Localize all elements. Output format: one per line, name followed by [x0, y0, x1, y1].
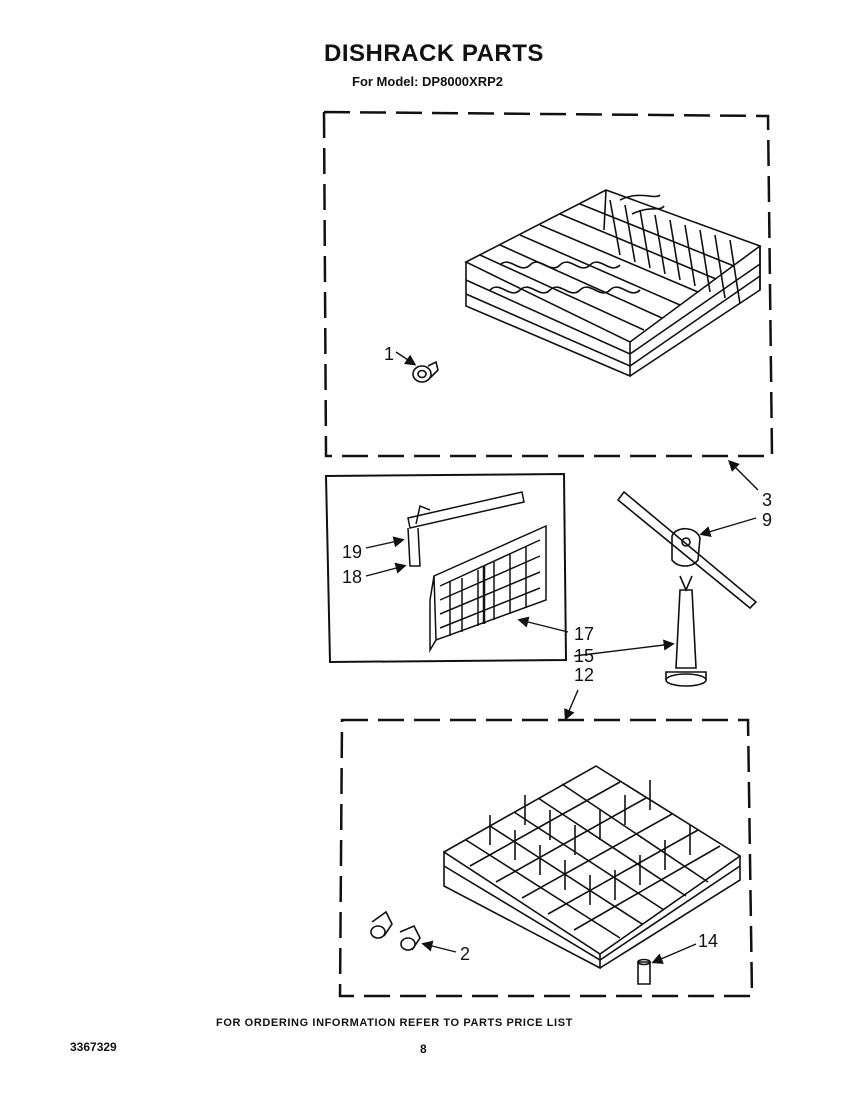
callout-18: 18 — [342, 567, 362, 587]
callout-2: 2 — [460, 944, 470, 964]
part-14-pin — [637, 958, 651, 985]
callout-19: 19 — [342, 542, 362, 562]
callout-9: 9 — [762, 510, 772, 530]
lower-rack-illustration — [442, 765, 742, 970]
part-2-rollers — [370, 910, 421, 951]
spray-arm-support-illustration — [665, 589, 707, 687]
callout-12: 12 — [574, 665, 594, 685]
upper-rack-box — [322, 110, 774, 458]
ordering-note: FOR ORDERING INFORMATION REFER TO PARTS … — [216, 1017, 573, 1029]
part-1-wheel — [412, 360, 439, 383]
model-subtitle: For Model: DP8000XRP2 — [352, 74, 503, 89]
callout-3: 3 — [762, 490, 772, 510]
spray-arm-illustration — [616, 490, 758, 610]
lower-rack-box — [338, 718, 754, 998]
basket-box — [324, 472, 568, 664]
silverware-basket-illustration — [407, 491, 547, 653]
page-title: DISHRACK PARTS — [324, 40, 544, 67]
callout-14: 14 — [698, 931, 718, 951]
callout-1: 1 — [384, 344, 394, 364]
leader-lines — [365, 460, 759, 721]
document-number: 3367329 — [70, 1040, 117, 1054]
callout-15: 15 — [574, 646, 594, 666]
page-number: 8 — [420, 1042, 427, 1056]
upper-rack-illustration — [464, 189, 762, 378]
callout-17: 17 — [574, 624, 594, 644]
